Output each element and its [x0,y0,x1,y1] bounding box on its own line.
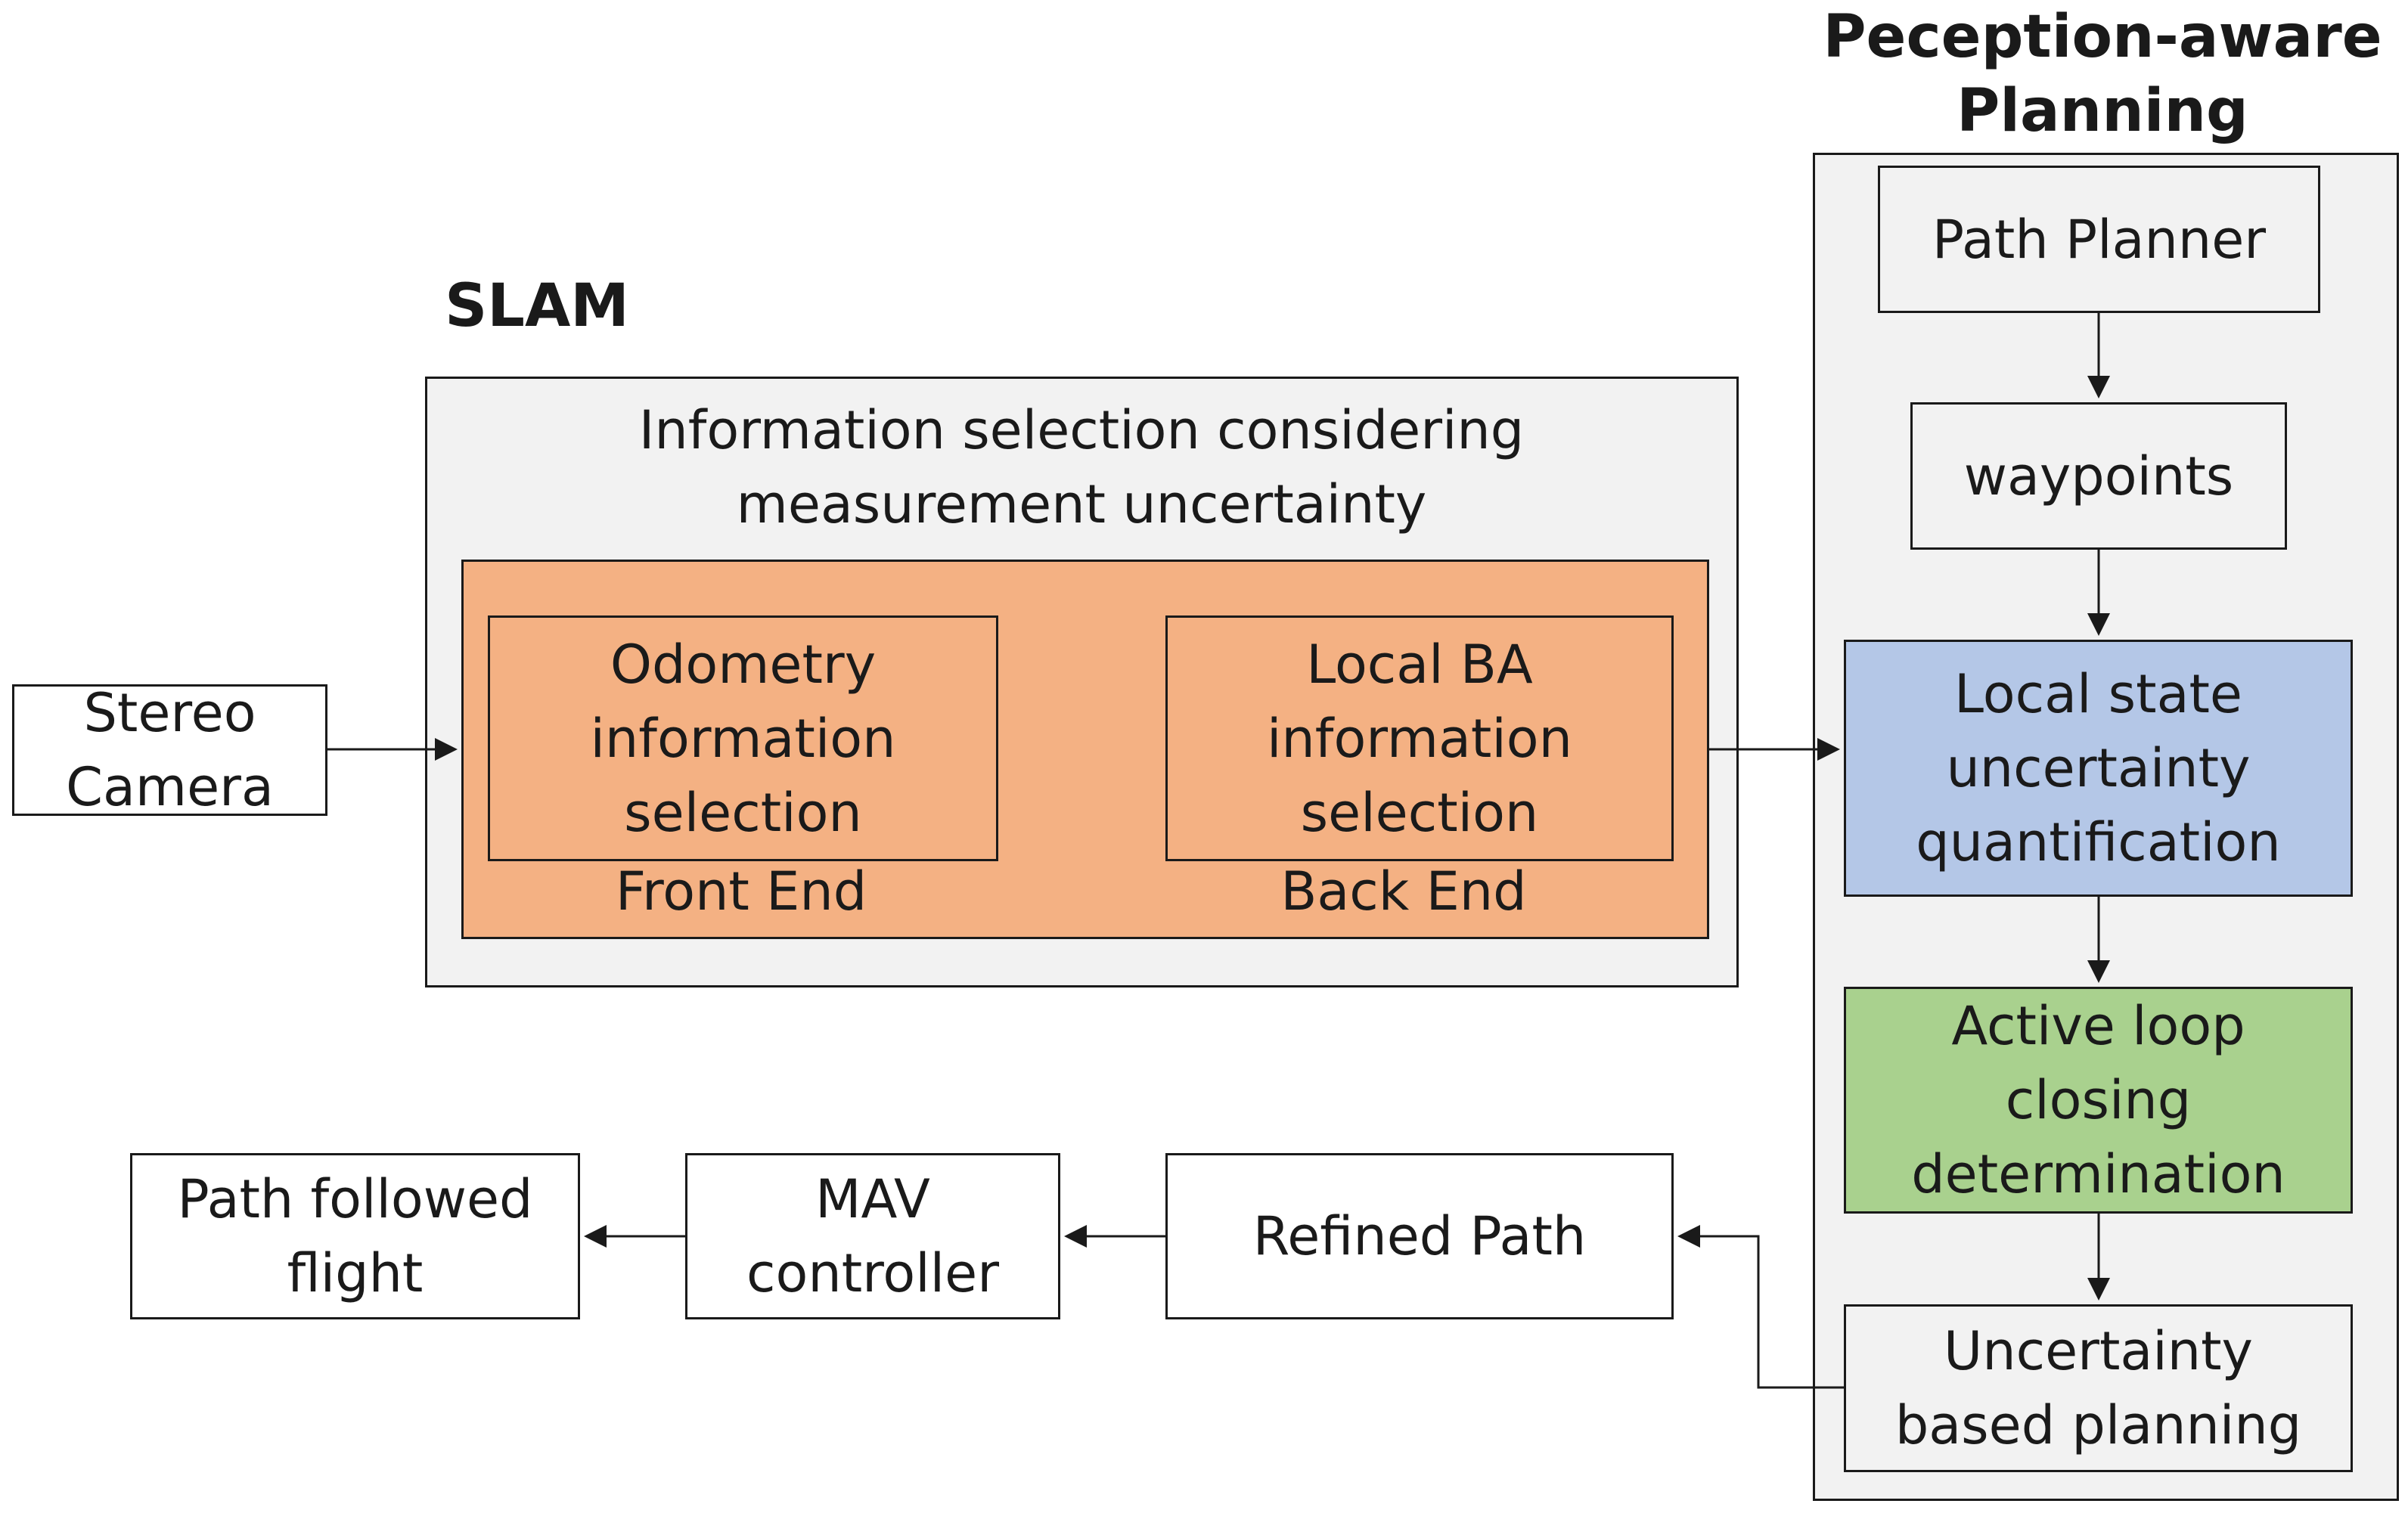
local-ba-selection-box: Local BA information selection [1165,615,1674,861]
slam-inner-group [461,560,1709,939]
refined-path-box: Refined Path [1165,1153,1674,1319]
local-state-uncertainty-box: Local state uncertainty quantification [1844,640,2353,897]
path-planner-box: Path Planner [1878,166,2320,313]
back-end-label: Back End [1280,860,1527,922]
stereo-camera-box: Stereo Camera [12,682,327,818]
front-end-label: Front End [615,860,867,922]
active-loop-closing-box: Active loop closing determination [1844,987,2353,1214]
uncertainty-planning-box: Uncertainty based planning [1844,1304,2353,1472]
mav-controller-box: MAV controller [685,1153,1060,1319]
arrow-uncertainty-planning-to-refined-path [1677,1225,1844,1389]
odometry-selection-box: Odometry information selection [488,615,998,861]
planning-title: Peception-aware Planning [1823,3,2382,145]
path-followed-flight-box: Path followed flight [130,1153,580,1319]
slam-header: Information selection considering measur… [638,399,1525,535]
slam-title: SLAM [445,272,629,340]
waypoints-box: waypoints [1910,402,2287,550]
